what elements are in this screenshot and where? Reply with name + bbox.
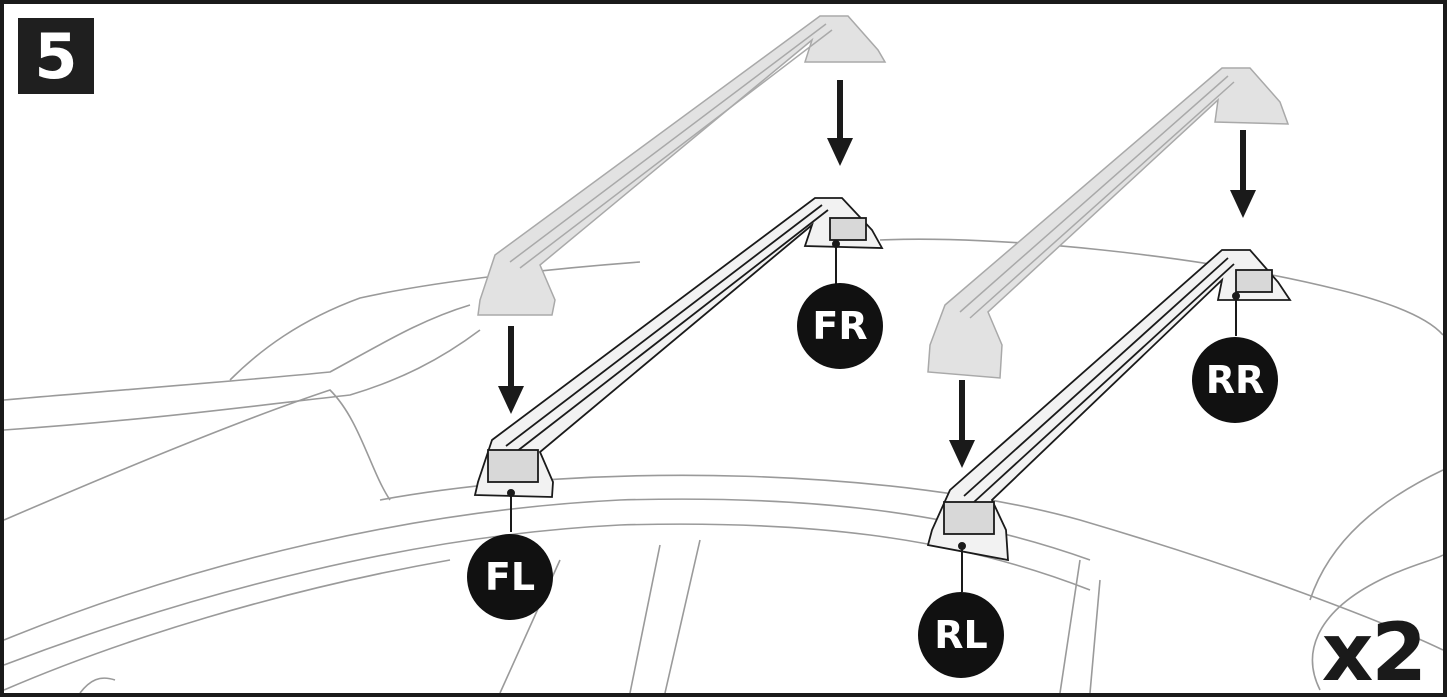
arrow-down-rear-right (1230, 130, 1256, 218)
label-front-right: FR (797, 283, 883, 369)
arrows (498, 80, 1256, 468)
arrow-down-front-right (827, 80, 853, 166)
arrow-down-front-left (498, 326, 524, 414)
bar-rear (926, 249, 1292, 562)
quantity-label: x2 (1321, 606, 1427, 699)
leader-lines (507, 240, 1240, 592)
ghost-bar-rear (927, 67, 1290, 379)
label-rear-right: RR (1192, 337, 1278, 423)
ghost-bar-front (477, 15, 887, 316)
arrow-down-rear-left (949, 380, 975, 468)
label-rear-left: RL (918, 592, 1004, 678)
bar-front (473, 197, 884, 498)
label-front-left: FL (467, 534, 553, 620)
step-number-badge: 5 (18, 18, 94, 94)
